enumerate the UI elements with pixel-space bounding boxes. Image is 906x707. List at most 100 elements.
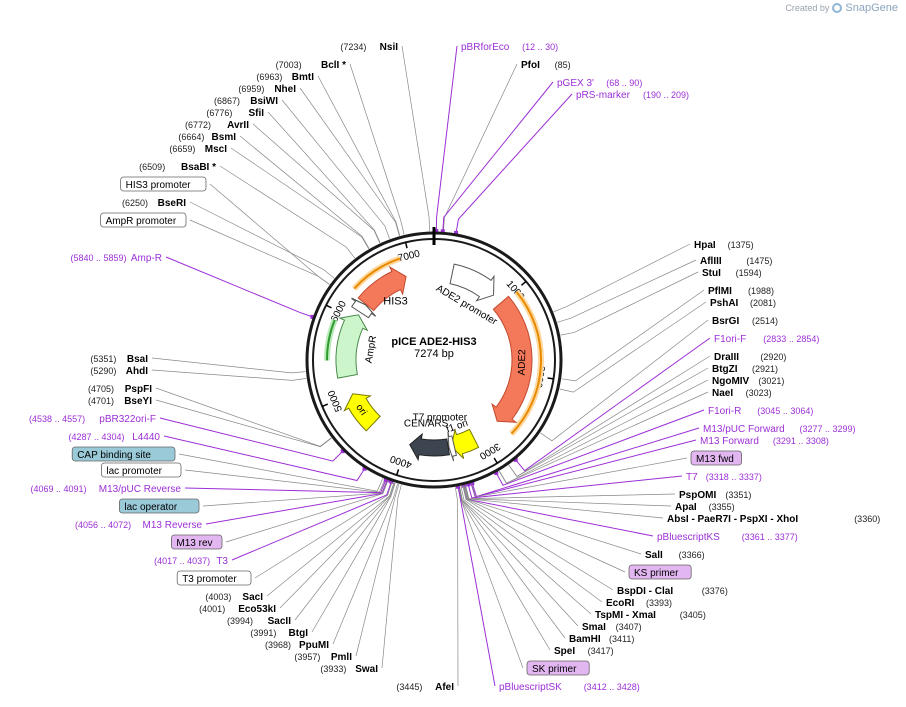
credit-brand: SnapGene (845, 2, 898, 14)
label-name: F1ori-F (714, 334, 746, 345)
label-name: PspOMI (679, 490, 716, 501)
snapgene-credit: Created by SnapGene (785, 2, 898, 14)
label-box (71, 446, 176, 462)
leader-line (435, 45, 458, 232)
feature-ori (343, 393, 381, 432)
label-number: (5351) (90, 354, 116, 364)
label-number: (3411) (609, 634, 634, 644)
map-label-primer: T7(3318 .. 3337) (686, 472, 762, 483)
label-name: ApaI (675, 502, 697, 513)
tick-label: 5000 (326, 388, 345, 413)
leader-line (155, 387, 332, 447)
leader-line (202, 479, 388, 507)
label-number: (2514) (752, 316, 778, 326)
label-number: (3933) (320, 664, 346, 674)
label-number: (4705) (88, 384, 114, 394)
feature-label-ade2: ADE2 (517, 349, 529, 376)
leader-line (254, 481, 393, 579)
primer-site-mark (389, 479, 394, 484)
map-label-site: HpaI(1375) (694, 240, 754, 251)
map-label-site: BseRI(6250) (122, 198, 186, 209)
label-name: AmpR promoter (106, 216, 177, 227)
map-label-site: AflIII(1475) (700, 256, 772, 267)
label-name: SalI (645, 550, 663, 561)
leader-line (279, 482, 395, 609)
label-name: BtgI (289, 628, 309, 639)
label-number: (4056 .. 4072) (75, 520, 131, 530)
map-label-site: ApaI (3355) (675, 502, 735, 513)
label-number: (6959) (238, 84, 264, 94)
label-name: BmtI (292, 72, 314, 83)
map-label-primer: pBR322ori-F(4538 .. 4557) (29, 414, 156, 425)
label-name: PmlI (331, 652, 352, 663)
label-number: (3355) (709, 502, 735, 512)
label-number: (1375) (728, 240, 754, 250)
leader-line (355, 484, 400, 657)
map-label-boxpurple: SK primer (526, 660, 590, 676)
orf-arc (510, 291, 542, 435)
label-name: KS primer (634, 568, 679, 579)
label-number: (2081) (750, 298, 776, 308)
label-name: SacII (268, 616, 292, 627)
label-name: BseYI (124, 396, 152, 407)
leader-line (281, 99, 390, 240)
map-label-site: AfeI(3445) (396, 682, 454, 693)
label-number: (3021) (758, 376, 784, 386)
leader-line (540, 319, 709, 442)
map-label-primer: F1ori-F(2833 .. 2854) (714, 334, 819, 345)
map-label-site: NheI(6959) (238, 84, 296, 95)
map-label-site: SalI(3366) (645, 550, 705, 561)
label-number: (5840 .. 5859) (70, 253, 126, 263)
primer-site-mark (461, 483, 466, 488)
label-number: (7003) (276, 60, 302, 70)
label-number: (6867) (214, 96, 240, 106)
label-name: PshAI (710, 298, 739, 309)
leader-line (443, 63, 518, 232)
map-label-site: DraIII(2920) (714, 352, 786, 363)
map-label-site: PpuMI(3968) (265, 640, 329, 651)
leader-line (159, 417, 344, 462)
label-number: (3318 .. 3337) (706, 472, 762, 482)
label-name: BsaI (127, 354, 148, 365)
label-name: AvrII (227, 120, 249, 131)
map-label-site: SwaI(3933) (320, 664, 378, 675)
label-name: SpeI (554, 646, 575, 657)
map-label-site: BseYI(4701) (88, 396, 152, 407)
map-label-site: AvrII(6772) (185, 120, 249, 131)
snapgene-logo-icon (832, 3, 843, 13)
map-label-site: NsiI(7234) (340, 42, 398, 53)
leader-line (454, 487, 459, 687)
map-label-box: T3 promoter (176, 570, 252, 586)
label-number: (3360) (854, 514, 880, 524)
primer-site-mark (469, 481, 474, 486)
map-label-primer: Amp-R(5840 .. 5859) (70, 253, 162, 264)
tick-mark (547, 377, 554, 380)
map-label-primer: M13 Forward(3291 .. 3308) (700, 436, 829, 447)
leader-line (317, 75, 401, 236)
label-name: SacI (242, 592, 263, 603)
label-number: (4001) (199, 604, 225, 614)
label-name: pBR322ori-F (99, 414, 156, 425)
primer-site-mark (310, 314, 315, 319)
map-label-site: PfoI(85) (521, 60, 571, 71)
leader-line (561, 289, 705, 382)
feature-label-ori: ori (353, 402, 368, 417)
label-name: M13/pUC Reverse (99, 484, 182, 495)
map-label-boxblue: lac operator (119, 498, 200, 514)
label-number: (4069 .. 4091) (30, 484, 86, 494)
label-name: BspDI - ClaI (617, 586, 673, 597)
label-name: M13 fwd (696, 454, 734, 465)
map-label-primer: F1ori-R(3045 .. 3064) (708, 406, 813, 417)
map-label-primer: T3(4017 .. 4037) (154, 556, 228, 567)
primer-site-mark (454, 230, 459, 235)
label-name: BtgZI (712, 364, 738, 375)
map-label-site: BclI *(7003) (276, 60, 347, 71)
label-number: (4287 .. 4304) (68, 432, 124, 442)
primer-site-mark (434, 229, 439, 234)
leader-line (457, 486, 496, 687)
leader-line (178, 453, 384, 492)
label-name: M13 Reverse (143, 520, 203, 531)
label-name: BsmI (212, 132, 237, 143)
label-name: pRS-marker (576, 90, 631, 101)
